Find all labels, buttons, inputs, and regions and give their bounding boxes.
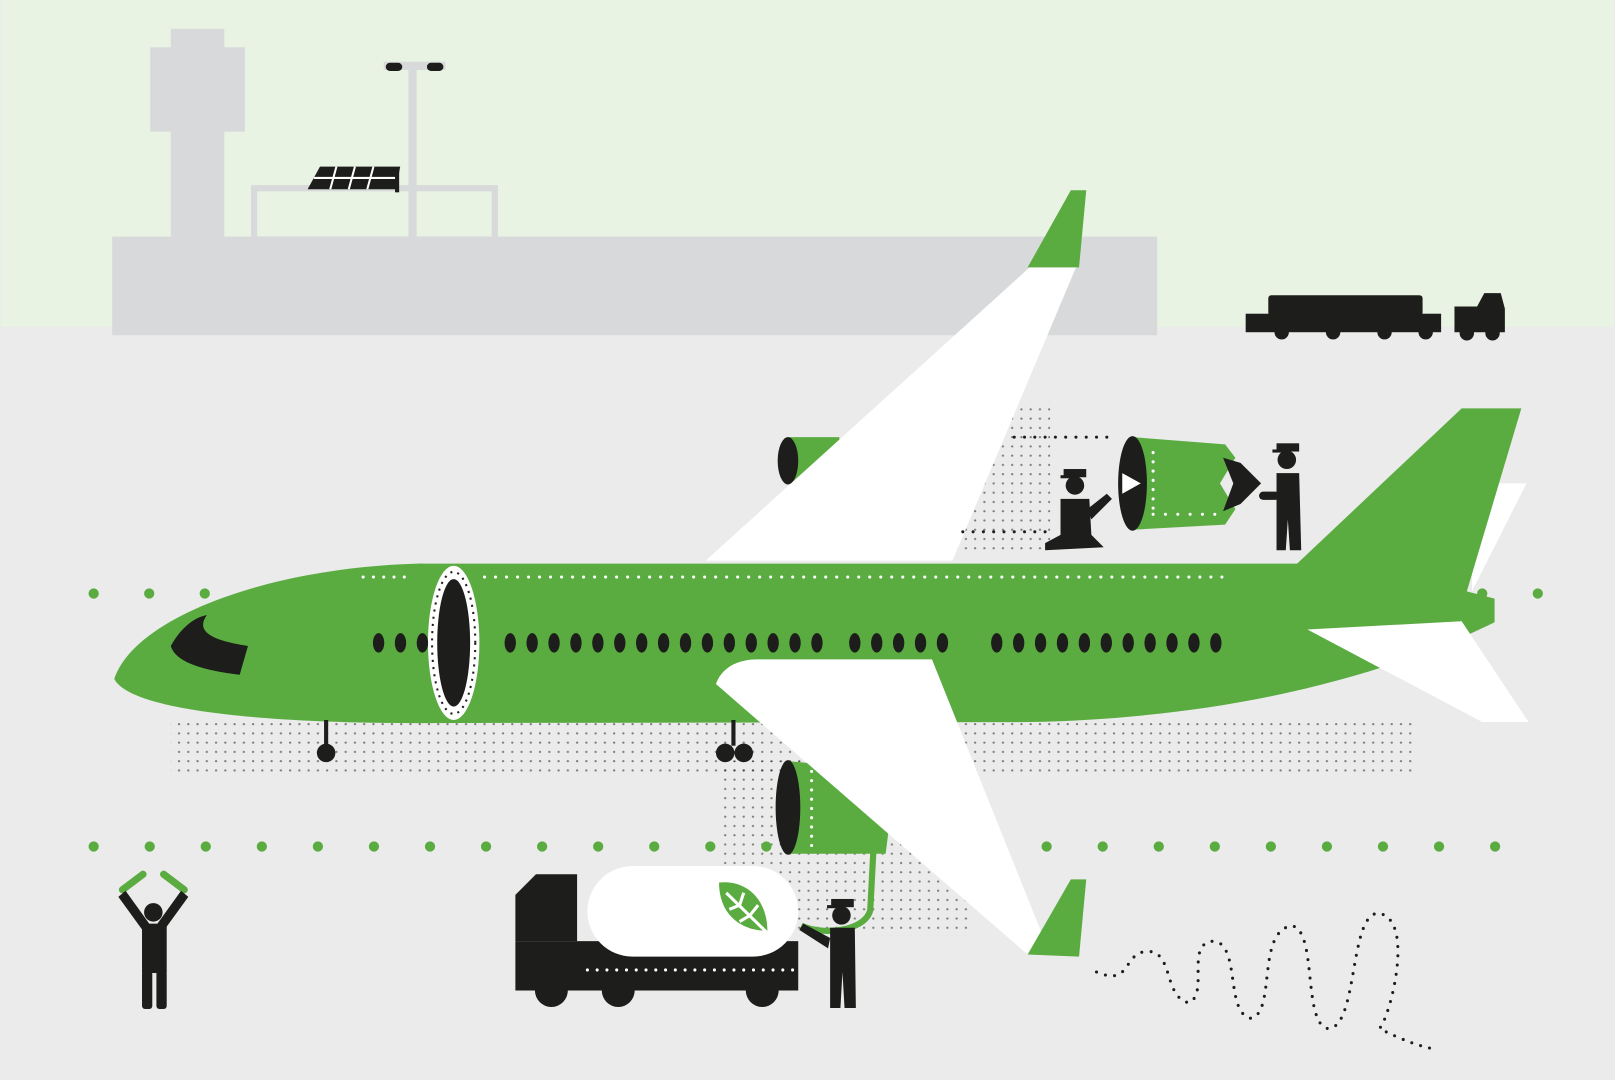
cabin-window	[789, 633, 801, 653]
mechanic-icon	[1045, 469, 1112, 551]
horizontal-stabilizer	[1307, 621, 1529, 723]
cabin-window	[871, 633, 883, 653]
cabin-window	[394, 633, 407, 653]
cabin-window	[636, 633, 648, 653]
cabin-window	[614, 633, 626, 653]
cabin-windows	[372, 633, 1222, 653]
lower-wing	[715, 659, 1087, 957]
cabin-window	[767, 633, 779, 653]
control-tower-icon	[150, 28, 245, 245]
fuel-operator-icon	[799, 898, 856, 1008]
cabin-window	[1188, 633, 1200, 653]
cabin-window	[991, 633, 1003, 653]
cabin-window	[372, 633, 385, 653]
cabin-window	[570, 633, 582, 653]
upper-wing	[705, 190, 1087, 561]
solar-panel-icon	[307, 166, 401, 193]
cabin-window	[811, 633, 823, 653]
cabin-window	[548, 633, 560, 653]
engine-lower	[775, 760, 891, 855]
cabin-window	[701, 633, 714, 653]
cabin-window	[657, 633, 670, 653]
cabin-door	[427, 565, 480, 720]
cabin-window	[679, 633, 692, 653]
cabin-window	[526, 633, 538, 653]
cabin-window	[1034, 633, 1047, 653]
cabin-window	[723, 633, 735, 653]
cabin-window	[745, 633, 757, 653]
cabin-window	[892, 633, 905, 653]
cockpit-window	[170, 615, 248, 675]
marshaller-icon	[118, 870, 189, 1010]
cabin-window	[1144, 633, 1156, 653]
cabin-window	[849, 633, 861, 653]
cabin-window	[936, 633, 949, 653]
airplane-icon	[114, 408, 1529, 763]
cabin-window	[1078, 633, 1091, 653]
cabin-window	[592, 633, 604, 653]
cabin-window	[1013, 633, 1025, 653]
mechanic-icon	[1259, 443, 1302, 551]
cabin-window	[1166, 633, 1178, 653]
cabin-window	[504, 633, 516, 653]
leaf-icon	[719, 882, 774, 940]
cabin-window	[1056, 633, 1069, 653]
cabin-window	[1100, 633, 1112, 653]
cabin-window	[1210, 633, 1222, 653]
fuel-truck-icon	[515, 851, 877, 1007]
baggage-train-icon	[1245, 293, 1505, 341]
cabin-window	[416, 633, 429, 653]
engine-right	[1118, 436, 1262, 531]
cabin-window	[914, 633, 927, 653]
cabin-window	[1122, 633, 1134, 653]
